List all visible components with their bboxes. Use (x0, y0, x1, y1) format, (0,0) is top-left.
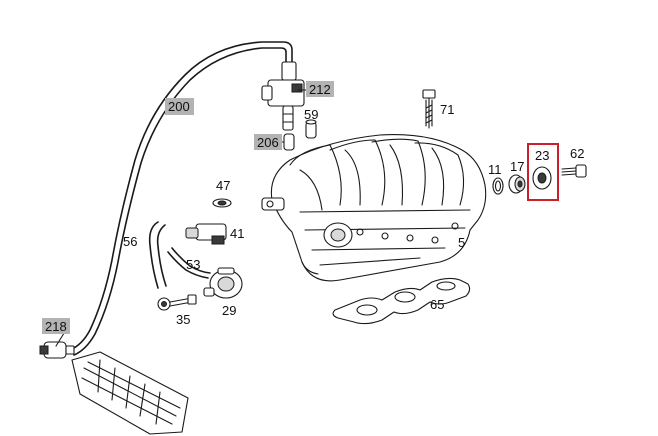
part-206-hose-piece[interactable] (283, 133, 295, 151)
part-41-sensor[interactable] (185, 223, 227, 245)
label-5[interactable]: 5 (458, 235, 465, 250)
label-212[interactable]: 212 (309, 82, 331, 97)
part-53-short-hose[interactable] (167, 247, 211, 279)
label-35[interactable]: 35 (176, 312, 190, 327)
part-200-vacuum-hose[interactable] (69, 41, 293, 356)
part-29-vacuum-unit[interactable] (203, 267, 243, 299)
label-62[interactable]: 62 (570, 146, 584, 161)
part-71-bolt[interactable] (422, 89, 436, 129)
part-65-gasket[interactable] (332, 277, 471, 325)
label-bg-218 (42, 318, 70, 334)
part-62-bolt[interactable] (561, 164, 587, 178)
label-bg-206 (254, 134, 282, 150)
part-5-intake-manifold[interactable] (261, 134, 487, 282)
part-47-grommet[interactable] (212, 198, 232, 208)
label-bg-212 (306, 81, 334, 97)
label-11[interactable]: 11 (488, 162, 502, 177)
air-intake-grille (71, 351, 189, 435)
part-59-sleeve[interactable] (305, 119, 317, 139)
part-17-sleeve[interactable] (508, 174, 526, 194)
label-17[interactable]: 17 (510, 159, 524, 174)
part-56-curved-hose[interactable] (148, 221, 167, 289)
label-29[interactable]: 29 (222, 303, 236, 318)
label-59[interactable]: 59 (304, 107, 318, 122)
label-41[interactable]: 41 (230, 226, 244, 241)
label-47[interactable]: 47 (216, 178, 230, 193)
part-23-bushing[interactable] (532, 166, 552, 190)
leader-lines (55, 89, 307, 347)
part-11-o-ring[interactable] (492, 177, 504, 195)
part-212-valve[interactable] (261, 61, 305, 131)
label-53[interactable]: 53 (186, 257, 200, 272)
label-71[interactable]: 71 (440, 102, 454, 117)
label-56[interactable]: 56 (123, 234, 137, 249)
label-65[interactable]: 65 (430, 297, 444, 312)
label-23[interactable]: 23 (535, 148, 549, 163)
label-206[interactable]: 206 (257, 135, 279, 150)
label-200[interactable]: 200 (168, 99, 190, 114)
selection-frame-23 (527, 143, 559, 201)
part-218-connector[interactable] (39, 341, 75, 359)
part-labels: 200 212 206 218 59 71 47 41 56 53 35 29 … (42, 81, 584, 334)
part-35-bolt[interactable] (157, 294, 197, 311)
label-bg-200 (165, 98, 194, 115)
label-218[interactable]: 218 (45, 319, 67, 334)
